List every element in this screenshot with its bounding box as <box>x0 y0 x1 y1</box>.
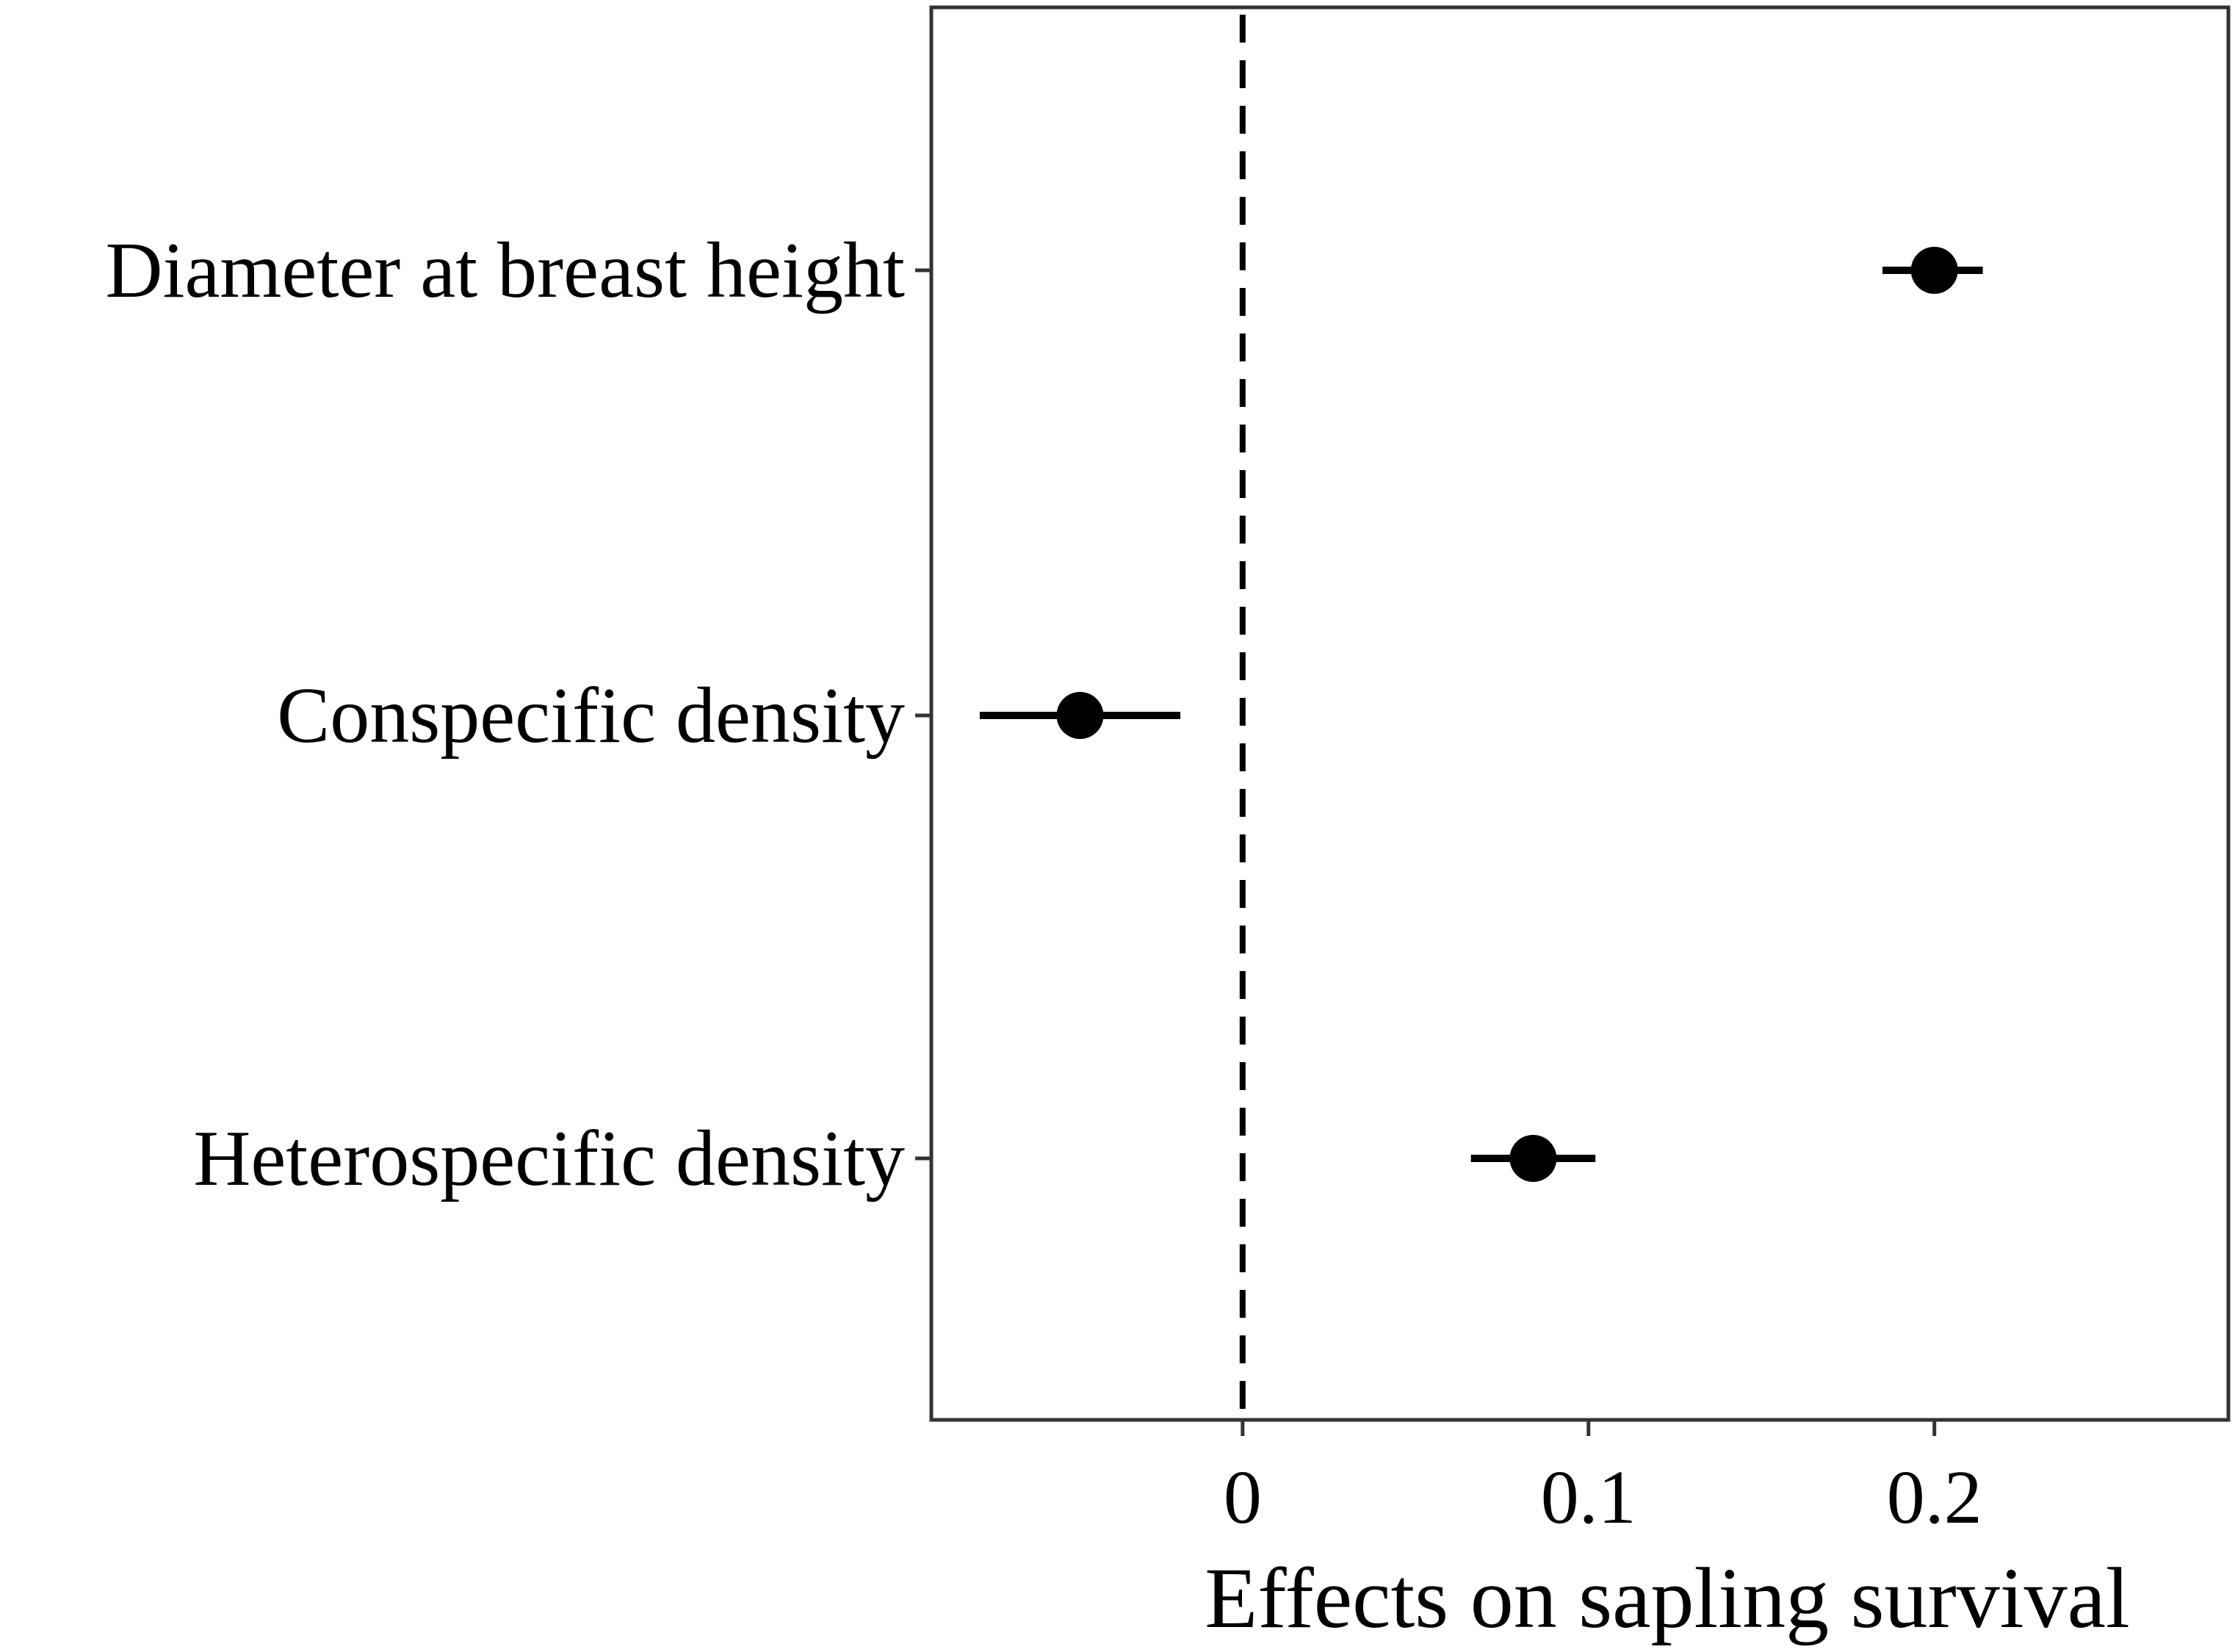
point-estimate <box>1910 247 1958 294</box>
y-tick-label: Heterospecific density <box>193 1115 905 1202</box>
x-tick-label: 0 <box>1224 1455 1262 1540</box>
x-tick-label: 0.2 <box>1887 1455 1982 1540</box>
x-axis-title: Effects on sapling survival <box>1205 1550 2130 1646</box>
y-tick-label: Diameter at breast height <box>105 227 905 314</box>
x-axis: 0 0.1 0.2 <box>1224 1420 1982 1540</box>
marks-layer <box>979 247 1983 1182</box>
point-estimate <box>1056 692 1104 739</box>
y-tick-label: Conspecific density <box>277 672 905 760</box>
x-tick-label: 0.1 <box>1541 1455 1636 1540</box>
point-estimate <box>1509 1135 1557 1182</box>
